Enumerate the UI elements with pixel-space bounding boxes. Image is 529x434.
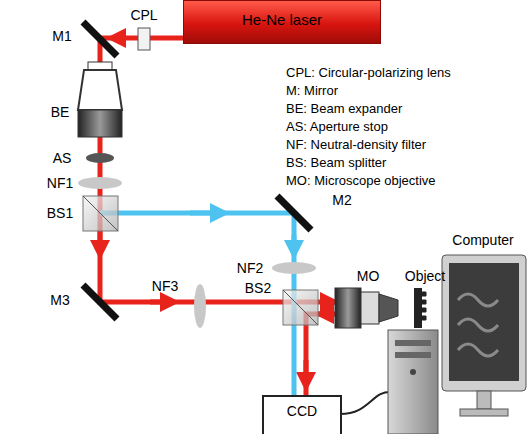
beam-splitter <box>283 290 318 325</box>
beam-expander <box>78 62 122 137</box>
node-label: He-Ne laser <box>242 11 322 43</box>
nd-filter <box>272 262 316 274</box>
part-label: NF3 <box>152 278 178 294</box>
part-label: CPL <box>130 7 157 23</box>
part-label: MO <box>357 268 380 284</box>
part-label: BE <box>51 104 70 120</box>
object <box>414 288 426 328</box>
beam-splitter <box>83 196 118 231</box>
abbreviation-note: MO: Microscope objective <box>286 173 436 189</box>
abbreviation-note: CPL: Circular-polarizing lens <box>286 65 451 81</box>
part-label: AS <box>53 150 72 166</box>
part-label: NF1 <box>47 175 73 191</box>
node-label: CCD <box>287 403 317 434</box>
abbreviation-note: BS: Beam splitter <box>286 155 386 171</box>
cable <box>340 392 392 414</box>
abbreviation-note: NF: Neutral-density filter <box>286 137 426 153</box>
mirror <box>83 285 117 319</box>
nd-filter <box>194 284 206 328</box>
computer-tower <box>388 330 438 434</box>
nd-filter <box>78 177 122 189</box>
mirror <box>277 196 311 230</box>
polarizer-lens <box>138 28 150 50</box>
part-label: BS1 <box>47 205 73 221</box>
abbreviation-note: AS: Aperture stop <box>286 119 388 135</box>
monitor <box>442 255 526 416</box>
part-label: M2 <box>332 192 351 208</box>
part-label: Object <box>405 268 445 284</box>
part-label: Computer <box>452 232 513 248</box>
part-label: M1 <box>52 28 71 44</box>
abbreviation-note: BE: Beam expander <box>286 101 402 117</box>
part-label: NF2 <box>237 260 263 276</box>
aperture-stop <box>86 153 114 163</box>
abbreviation-note: M: Mirror <box>286 83 338 99</box>
mirror <box>83 22 117 56</box>
part-label: BS2 <box>245 280 271 296</box>
part-label: M3 <box>50 292 69 308</box>
microscope-objective <box>335 288 398 328</box>
laser-box: He-Ne laser <box>183 0 381 44</box>
ccd-box: CCD <box>262 395 342 434</box>
